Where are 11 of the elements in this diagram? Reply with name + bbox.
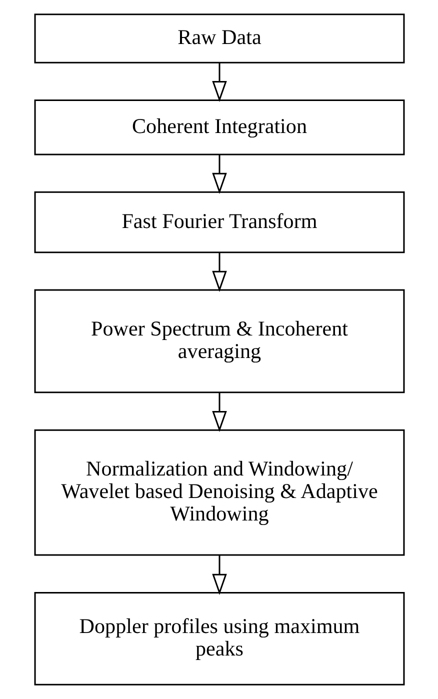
node-box: Coherent Integration <box>34 100 404 156</box>
arrow <box>212 555 226 595</box>
arrow <box>212 252 226 292</box>
node-box: Fast Fourier Transform <box>34 191 404 254</box>
arrow <box>212 63 226 102</box>
node-box: Normalization and Windowing/ Wavelet based Denoising & Adaptive Windowing <box>34 429 404 556</box>
arrow <box>212 154 226 194</box>
arrow <box>212 392 226 432</box>
node-box: Raw Data <box>34 14 404 64</box>
node-box: Doppler profiles using maximum peaks <box>34 592 404 686</box>
node-box: Power Spectrum & Incoherent averaging <box>34 289 404 394</box>
